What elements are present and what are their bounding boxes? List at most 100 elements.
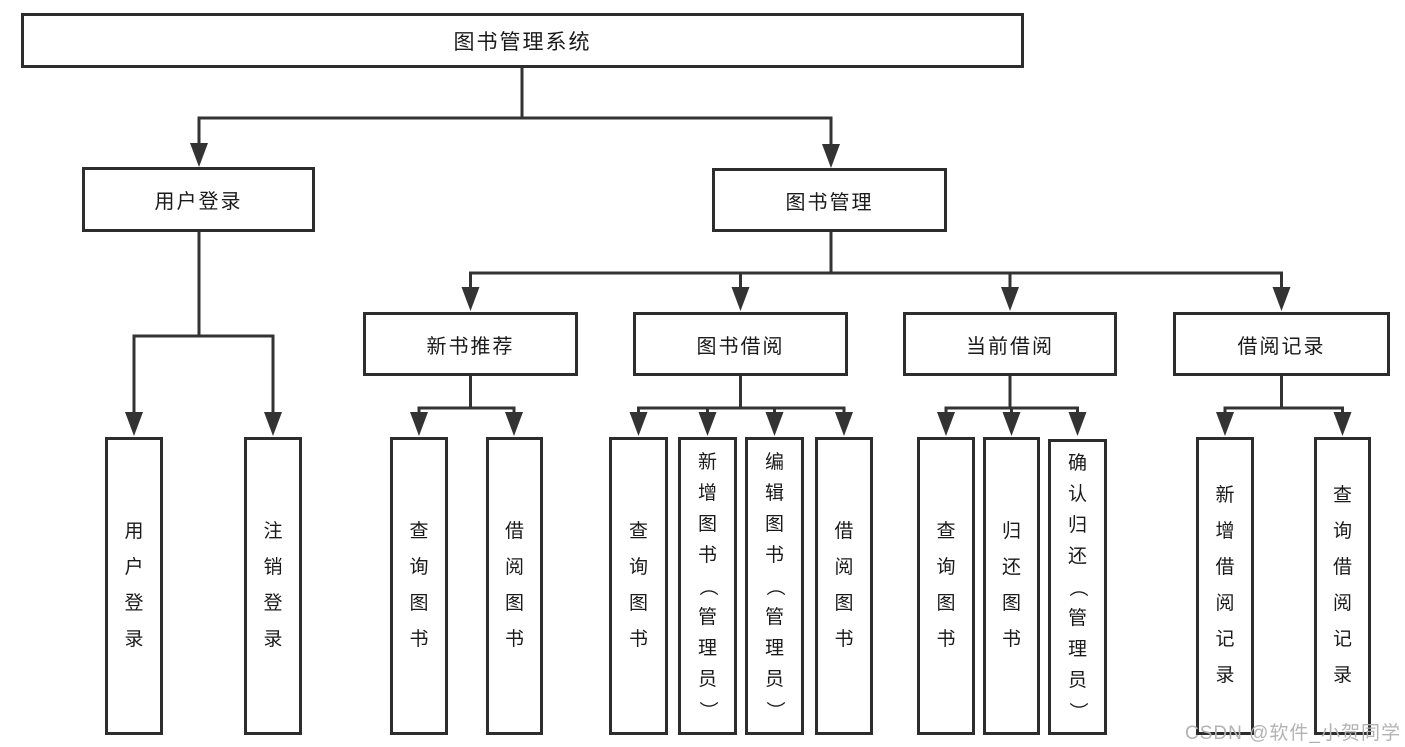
vertical-label-char: 理: [697, 637, 717, 659]
vertical-label-char: 询: [1332, 521, 1352, 542]
connector-new-book-children: [410, 376, 523, 436]
connector-current-borrow-children: [937, 376, 1087, 436]
node-label: 新书推荐: [426, 335, 515, 358]
vertical-label-char: 记: [1332, 629, 1352, 650]
vertical-label-char: ）: [696, 700, 718, 720]
vertical-label-char: 书: [504, 629, 524, 650]
vertical-label-char: 理: [1067, 638, 1087, 660]
connector-user-login-children: [125, 232, 282, 436]
vertical-label-char: 理: [764, 637, 784, 659]
vertical-label-char: 员: [1067, 669, 1087, 691]
vertical-label-char: 图: [1001, 593, 1021, 614]
node-user-login: 用户登录: [82, 167, 315, 232]
vertical-label-char: 还: [1001, 557, 1021, 578]
connector-book-management-children: [461, 232, 1291, 311]
vertical-label-char: 借: [1215, 557, 1235, 578]
node-new-book-recommend: 新书推荐: [363, 312, 578, 376]
vertical-label-char: 归: [1001, 521, 1021, 542]
vertical-label-char: 图: [764, 513, 784, 535]
leaf-return-books: 归还图书: [983, 437, 1040, 735]
vertical-label-char: ）: [1066, 701, 1088, 721]
csdn-watermark: CSDN @软件_小贺同学: [1185, 723, 1401, 744]
vertical-label-char: 认: [1067, 483, 1087, 505]
vertical-label-char: 图: [697, 513, 717, 535]
leaf-query-books-recommend: 查询图书: [390, 437, 448, 735]
vertical-label-char: 图: [936, 593, 956, 614]
vertical-label-char: 查: [1332, 485, 1352, 506]
vertical-label-char: 管: [764, 606, 784, 628]
vertical-label-char: ）: [763, 700, 785, 720]
vertical-label-char: 注: [263, 521, 283, 542]
node-borrowing-records: 借阅记录: [1173, 312, 1390, 376]
leaf-query-books-current: 查询图书: [917, 437, 975, 735]
node-current-borrowing: 当前借阅: [903, 312, 1117, 376]
vertical-label-char: 录: [1332, 665, 1352, 686]
leaf-query-books-borrowing: 查询图书: [609, 437, 668, 735]
leaf-query-borrow-record: 查询借阅记录: [1314, 437, 1371, 735]
vertical-label-char: 阅: [834, 557, 854, 578]
node-library-management-system: 图书管理系统: [21, 13, 1024, 68]
leaf-logout: 注销登录: [244, 437, 302, 735]
leaf-add-book-admin: 新增图书 （ 管理员 ）: [678, 437, 737, 735]
vertical-label-char: 阅: [1215, 593, 1235, 614]
vertical-label-char: 查: [628, 521, 648, 542]
vertical-label-char: 借: [834, 521, 854, 542]
vertical-label-char: 图: [628, 593, 648, 614]
vertical-label-char: 录: [263, 629, 283, 650]
vertical-label-char: 书: [834, 629, 854, 650]
vertical-label-char: 编: [764, 451, 784, 473]
vertical-label-char: 新: [697, 451, 717, 473]
vertical-label-char: 录: [1215, 665, 1235, 686]
vertical-label-char: 书: [697, 544, 717, 566]
leaf-borrow-books-recommend: 借阅图书: [486, 437, 543, 735]
node-label: 当前借阅: [966, 335, 1054, 358]
vertical-label-char: 书: [409, 629, 429, 650]
node-label: 用户登录: [154, 191, 243, 213]
vertical-label-char: 增: [1215, 521, 1235, 542]
vertical-label-char: 书: [628, 629, 648, 650]
connector-root-to-level2: [190, 68, 840, 168]
vertical-label-char: （: [696, 576, 718, 596]
node-label: 图书借阅: [696, 335, 785, 358]
vertical-label-char: 借: [504, 521, 524, 542]
vertical-label-char: 管: [1067, 607, 1087, 629]
vertical-label-char: 图: [834, 593, 854, 614]
vertical-label-char: 确: [1067, 452, 1087, 474]
vertical-label-char: 书: [764, 544, 784, 566]
vertical-label-char: （: [763, 576, 785, 596]
vertical-label-char: 查: [409, 521, 429, 542]
vertical-label-char: （: [1066, 577, 1088, 597]
vertical-label-char: 归: [1067, 514, 1087, 536]
vertical-label-char: 员: [697, 668, 717, 690]
connector-book-borrow-children: [629, 376, 853, 436]
vertical-label-char: 阅: [1332, 593, 1352, 614]
vertical-label-char: 阅: [504, 557, 524, 578]
vertical-label-char: 借: [1332, 557, 1352, 578]
vertical-label-char: 销: [263, 557, 283, 578]
vertical-label-char: 查: [936, 521, 956, 542]
vertical-label-char: 登: [124, 593, 144, 614]
leaf-edit-book-admin: 编辑图书（管理员）: [745, 437, 804, 735]
node-label: 借阅记录: [1237, 335, 1326, 358]
node-book-borrowing: 图书借阅: [633, 312, 848, 376]
vertical-label-char: 记: [1215, 629, 1235, 650]
vertical-label-char: 新: [1215, 485, 1235, 506]
vertical-label-char: 登: [263, 593, 283, 614]
vertical-label-char: 户: [124, 557, 144, 578]
vertical-label-char: 书: [1001, 629, 1021, 650]
vertical-label-char: 增: [697, 482, 717, 504]
leaf-borrow-books: 借阅图书: [815, 437, 873, 735]
vertical-label-char: 录: [124, 629, 144, 650]
leaf-confirm-return-admin: 确认归还（管理员）: [1048, 439, 1107, 735]
leaf-user-login: 用户登录: [105, 437, 163, 735]
vertical-label-char: 用: [124, 521, 144, 542]
vertical-label-char: 询: [409, 557, 429, 578]
node-label: 图书管理系统: [453, 30, 592, 54]
vertical-label-char: 管: [697, 606, 717, 628]
vertical-label-char: 图: [504, 593, 524, 614]
node-label: 图书管理: [785, 191, 874, 214]
leaf-add-borrow-record: 新增借阅记录: [1196, 437, 1254, 735]
vertical-label-char: 员: [764, 668, 784, 690]
